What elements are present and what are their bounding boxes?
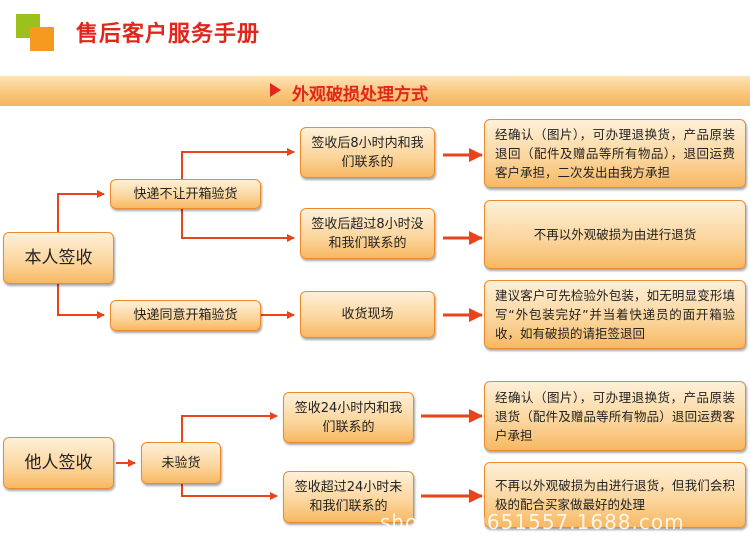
node-over-24h: 签收超过24小时未和我们联系的 [283, 471, 414, 523]
connector-notinspected-to-within24 [181, 412, 278, 442]
section-header-bar [0, 76, 750, 106]
node-courier-no-inspect: 快递不让开箱验货 [110, 179, 261, 209]
play-arrow-icon [270, 83, 281, 97]
result-inspect-advice: 建议客户可先检验外包装，如无明显变形填写“外包装完好”并当着快递员的面开箱验收，… [484, 280, 746, 349]
page-title: 售后客户服务手册 [76, 22, 261, 47]
result-refund-2: 经确认（图片），可办理退换货，产品原装退货（配件及赠品等所有物品）退回运费客户承… [484, 381, 746, 451]
node-other-sign: 他人签收 [3, 437, 114, 489]
node-on-site: 收货现场 [300, 291, 435, 338]
node-within-24h: 签收24小时内和我们联系的 [283, 392, 414, 443]
section-title: 外观破损处理方式 [292, 85, 428, 105]
node-not-inspected: 未验货 [141, 442, 221, 484]
connector-self-to-noinspect [57, 190, 105, 232]
connector-notinspected-to-over24 [181, 484, 278, 500]
logo-square-orange [30, 27, 54, 51]
connector-noinspect-to-over8 [181, 209, 295, 242]
result-refund: 经确认（图片），可办理退换货，产品原装退回（配件及赠品等所有物品），退回运费客户… [484, 119, 746, 188]
node-within-8h: 签收后8小时内和我们联系的 [300, 127, 435, 178]
node-over-8h: 签收后超过8小时没和我们联系的 [300, 208, 435, 259]
watermark: shop1380651557.1688.com [380, 510, 685, 534]
connector-noinspect-to-within8 [181, 148, 295, 179]
result-reject: 不再以外观破损为由进行退货 [484, 200, 746, 269]
result-reject-2: 不再以外观破损为由进行退货，但我们会积极的配合买家做最好的处理 [484, 462, 746, 528]
node-courier-allow-inspect: 快递同意开箱验货 [110, 300, 261, 331]
node-self-sign: 本人签收 [3, 232, 114, 284]
connector-self-to-allow [57, 284, 105, 319]
